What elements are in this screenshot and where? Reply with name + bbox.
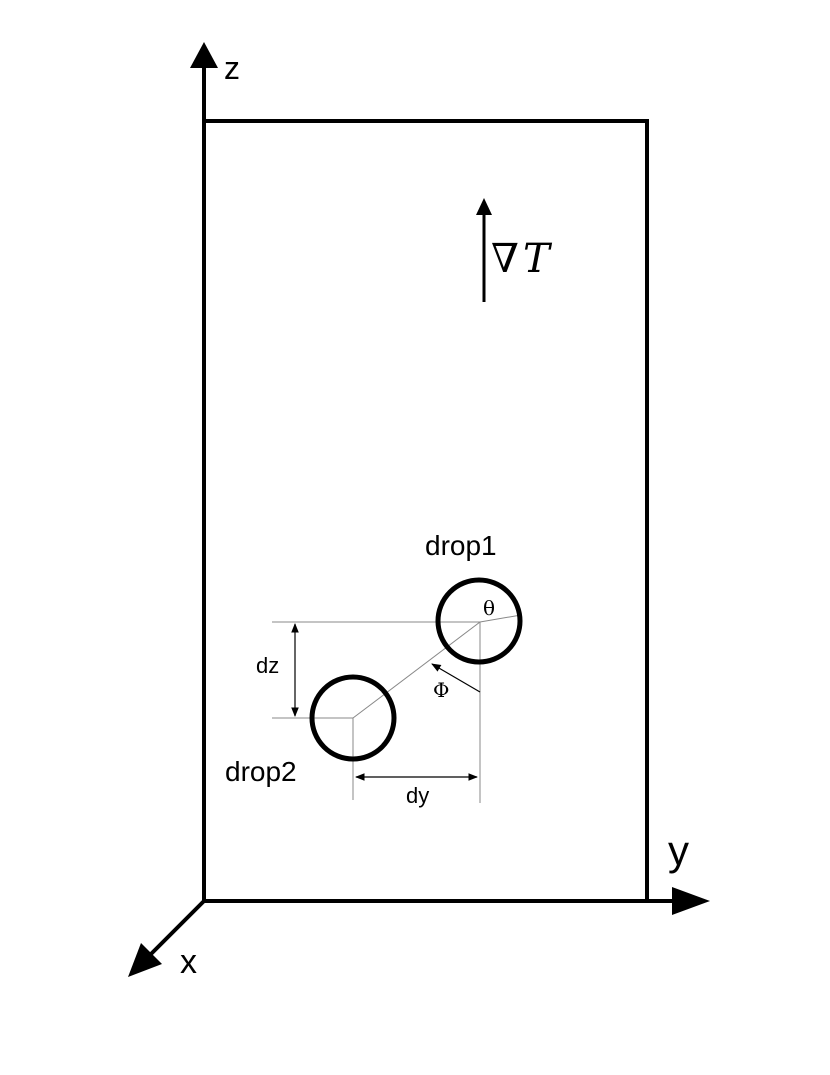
gradient-T: T — [523, 236, 553, 282]
drop2-circle — [309, 674, 397, 762]
gradient-arrowhead — [476, 198, 492, 215]
z-axis-arrowhead — [190, 42, 218, 68]
y-axis-arrowhead — [672, 887, 710, 915]
dy-label: dy — [406, 783, 429, 808]
drop1-circle — [435, 577, 523, 665]
z-axis-label: z — [224, 50, 240, 86]
gradient-label: ∇T — [491, 236, 553, 282]
phi-angle-arc — [431, 663, 481, 693]
theta-radius-line — [479, 614, 522, 623]
z-axis — [190, 42, 218, 121]
temperature-gradient-arrow — [476, 198, 492, 302]
phi-label: Φ — [433, 678, 449, 702]
x-axis — [128, 899, 206, 977]
drop1-label: drop1 — [425, 530, 497, 561]
center-connecting-line — [352, 621, 481, 719]
gradient-nabla: ∇ — [491, 236, 519, 282]
domain-box — [202, 119, 649, 903]
y-axis — [647, 887, 710, 915]
drop2-label: drop2 — [225, 756, 297, 787]
dz-label: dz — [256, 653, 279, 678]
y-axis-label: y — [668, 827, 689, 874]
construction-lines — [272, 614, 522, 803]
x-axis-label: x — [180, 943, 197, 981]
theta-label: θ — [483, 596, 495, 620]
x-axis-arrowhead — [128, 943, 162, 977]
